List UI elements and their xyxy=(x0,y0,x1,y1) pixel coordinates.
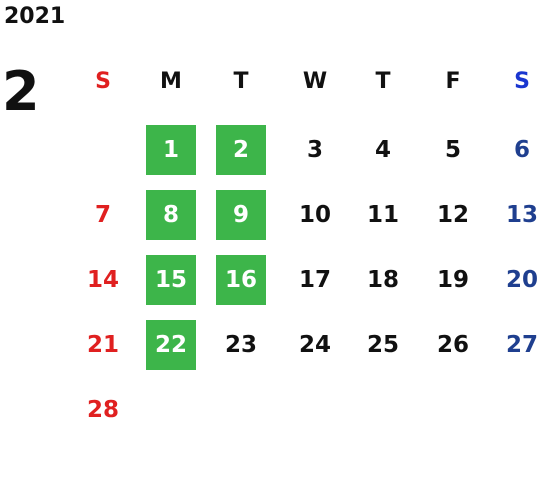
day-cell[interactable]: 27 xyxy=(505,332,538,358)
day-cell[interactable]: 18 xyxy=(366,267,399,293)
day-cell[interactable]: 7 xyxy=(94,202,111,228)
day-cell[interactable]: 26 xyxy=(436,332,469,358)
day-cell[interactable]: 11 xyxy=(366,202,399,228)
weekday-header: W xyxy=(302,69,328,94)
day-cell[interactable]: 15 xyxy=(146,255,196,305)
year-label: 2021 xyxy=(4,4,66,29)
day-cell[interactable]: 9 xyxy=(216,190,266,240)
day-cell[interactable]: 8 xyxy=(146,190,196,240)
day-cell[interactable]: 6 xyxy=(513,137,530,163)
day-cell[interactable]: 10 xyxy=(298,202,331,228)
weekday-header: T xyxy=(233,69,249,94)
month-label: 2 xyxy=(2,60,40,123)
day-cell[interactable]: 4 xyxy=(374,137,391,163)
day-cell[interactable]: 5 xyxy=(444,137,461,163)
day-cell[interactable]: 3 xyxy=(306,137,323,163)
weekday-header: F xyxy=(445,69,461,94)
day-cell[interactable]: 22 xyxy=(146,320,196,370)
day-cell[interactable]: 2 xyxy=(216,125,266,175)
day-cell[interactable]: 13 xyxy=(505,202,538,228)
day-cell[interactable]: 1 xyxy=(146,125,196,175)
day-cell[interactable]: 23 xyxy=(224,332,257,358)
day-cell[interactable]: 20 xyxy=(505,267,538,293)
day-cell[interactable]: 21 xyxy=(86,332,119,358)
day-cell[interactable]: 28 xyxy=(86,397,119,423)
day-cell[interactable]: 24 xyxy=(298,332,331,358)
weekday-header: S xyxy=(514,69,530,94)
day-cell[interactable]: 14 xyxy=(86,267,119,293)
day-cell[interactable]: 16 xyxy=(216,255,266,305)
weekday-header: M xyxy=(160,69,182,94)
day-cell[interactable]: 19 xyxy=(436,267,469,293)
weekday-header: T xyxy=(375,69,391,94)
day-cell[interactable]: 12 xyxy=(436,202,469,228)
day-cell[interactable]: 25 xyxy=(366,332,399,358)
weekday-header: S xyxy=(95,69,111,94)
day-cell[interactable]: 17 xyxy=(298,267,331,293)
